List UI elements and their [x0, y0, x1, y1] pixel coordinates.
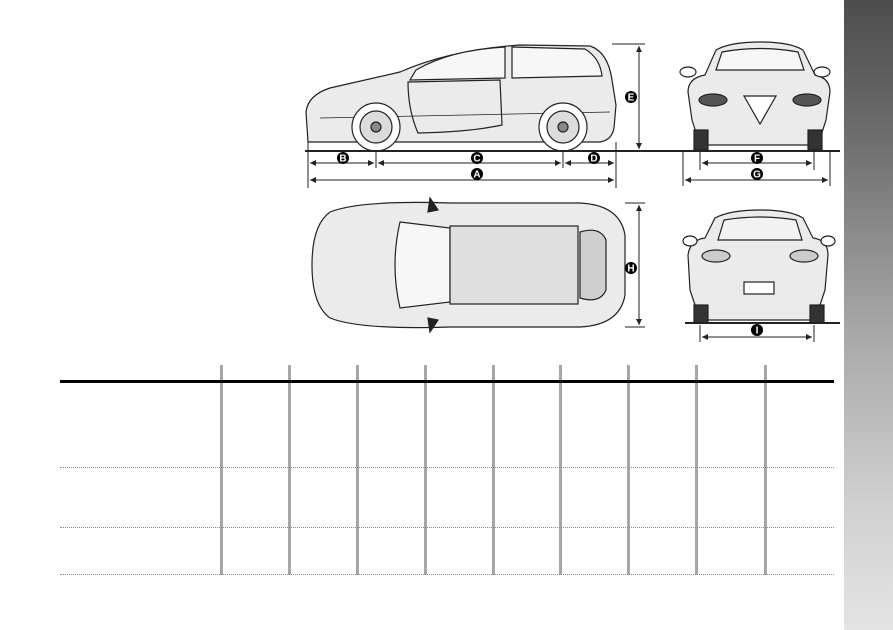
dimension-marker-g: G — [751, 168, 763, 181]
dimension-marker-a: A — [471, 168, 483, 181]
svg-text:E: E — [628, 93, 635, 104]
dimension-marker-e: E — [625, 91, 637, 104]
chapter-tab — [844, 0, 893, 630]
dimension-marker-c: C — [471, 152, 483, 165]
dimension-marker-d: D — [588, 152, 600, 165]
car-side-view — [305, 44, 617, 152]
svg-text:H: H — [627, 264, 634, 275]
dimension-marker-f: F — [751, 152, 763, 165]
svg-text:B: B — [339, 154, 346, 165]
svg-text:C: C — [473, 154, 480, 165]
dimension-marker-b: B — [337, 152, 349, 165]
svg-text:G: G — [753, 170, 761, 181]
car-front-view — [679, 41, 831, 151]
svg-text:A: A — [473, 170, 480, 181]
car-top-view — [311, 196, 626, 334]
svg-text:D: D — [590, 154, 597, 165]
car-rear-view — [682, 209, 836, 324]
dimension-marker-i: I — [751, 324, 763, 337]
svg-text:I: I — [756, 326, 759, 337]
svg-text:F: F — [754, 154, 760, 165]
dimension-marker-h: H — [625, 262, 637, 275]
